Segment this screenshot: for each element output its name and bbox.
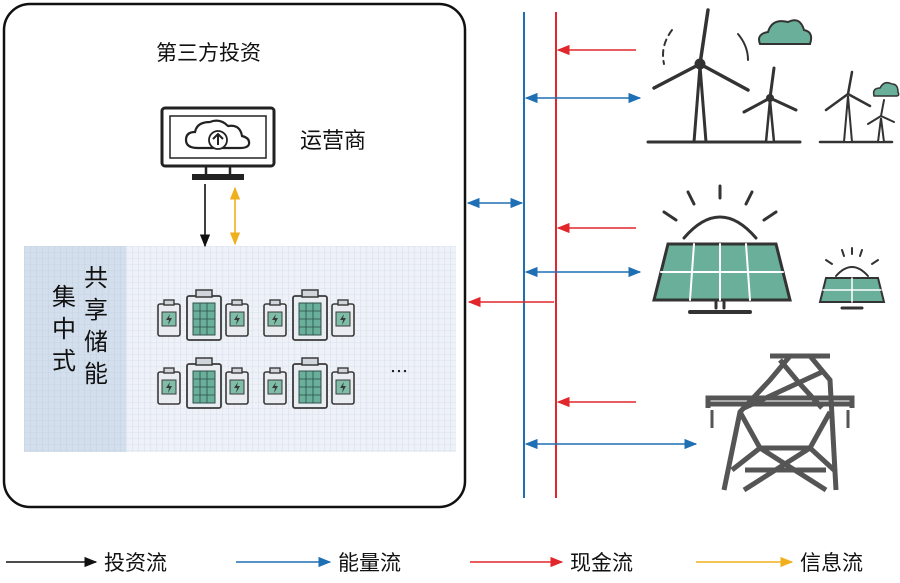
storage-ellipsis: …	[390, 356, 408, 377]
svg-text:集: 集	[52, 283, 76, 311]
svg-text:享: 享	[84, 296, 108, 324]
wind-turbine-icon	[646, 8, 895, 144]
svg-text:投资流: 投资流	[104, 551, 167, 575]
investor-label: 第三方投资	[156, 41, 261, 65]
svg-text:共: 共	[84, 264, 108, 292]
power-tower-icon	[705, 353, 855, 493]
svg-text:信息流: 信息流	[800, 551, 863, 575]
storage-side-panel	[24, 246, 126, 452]
svg-text:储: 储	[84, 328, 108, 356]
cloud-icon	[758, 19, 900, 97]
legend-item-cash: 现金流	[470, 551, 633, 575]
legend-item-invest: 投资流	[6, 551, 167, 575]
svg-text:式: 式	[52, 347, 76, 375]
solar-panel-icon	[652, 184, 886, 314]
legend: 投资流 能量流 现金流 信息流	[6, 551, 863, 575]
storage-main-label: 共 享 储 能	[84, 264, 108, 388]
investment-frame	[2, 2, 467, 509]
legend-item-info: 信息流	[696, 551, 863, 575]
svg-text:中: 中	[52, 315, 76, 343]
monitor-cloud-icon	[160, 106, 276, 180]
svg-text:能: 能	[84, 360, 108, 388]
storage-side-label: 集 中 式	[52, 283, 76, 375]
svg-text:现金流: 现金流	[570, 551, 633, 575]
operator-label: 运营商	[300, 129, 366, 154]
svg-text:能量流: 能量流	[338, 551, 401, 575]
legend-item-energy: 能量流	[236, 551, 401, 575]
